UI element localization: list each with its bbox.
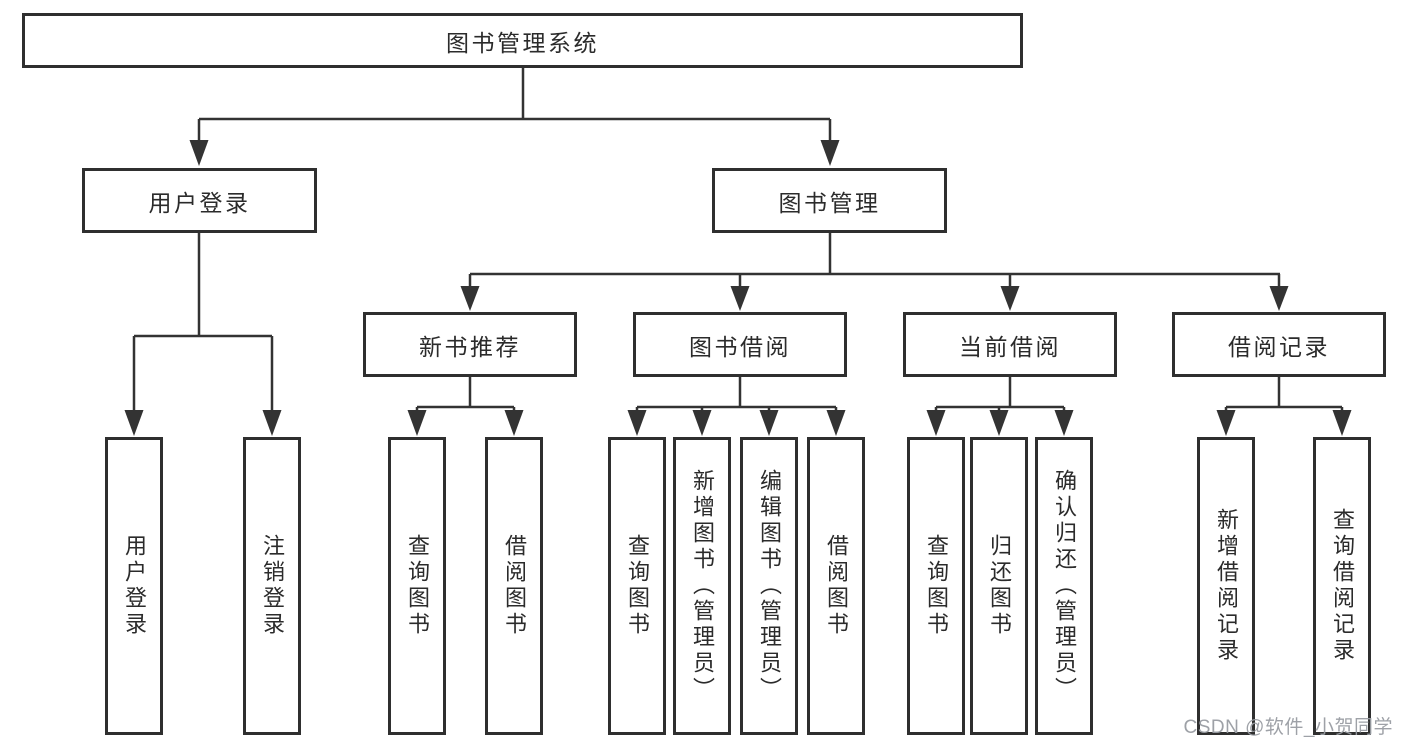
connector-lines: [132, 68, 1344, 411]
leaf-query-books-current: 查询图书: [907, 437, 965, 735]
leaf-query-books-borrow: 查询图书: [608, 437, 666, 735]
leaf-query-borrow-record: 查询借阅记录: [1313, 437, 1371, 735]
node-label: 查询图书: [405, 534, 430, 638]
node-book-management: 图书管理: [712, 168, 947, 233]
node-label: 编辑图书（管理员）: [757, 469, 782, 703]
node-user-login: 用户登录: [82, 168, 317, 233]
leaf-query-books-recommend: 查询图书: [388, 437, 446, 735]
node-label: 新增图书（管理员）: [690, 469, 715, 703]
arrowheads: [124, 140, 1352, 436]
node-label: 查询借阅记录: [1330, 508, 1355, 664]
node-label: 注销登录: [260, 534, 285, 638]
node-label: 图书管理: [778, 189, 881, 216]
node-label: 借阅记录: [1228, 333, 1330, 360]
leaf-borrow-books: 借阅图书: [807, 437, 865, 735]
node-label: 确认归还（管理员）: [1052, 469, 1077, 703]
node-borrow-records: 借阅记录: [1172, 312, 1386, 377]
node-label: 用户登录: [148, 189, 251, 216]
leaf-edit-books-admin: 编辑图书（管理员）: [740, 437, 798, 735]
node-label: 当前借阅: [959, 333, 1061, 360]
node-label: 新增借阅记录: [1214, 508, 1239, 664]
csdn-watermark: CSDN @软件_小贺同学: [1183, 717, 1393, 738]
node-new-book-recommend: 新书推荐: [363, 312, 577, 377]
leaf-return-books: 归还图书: [970, 437, 1028, 735]
node-label: 借阅图书: [824, 534, 849, 638]
node-label: 图书管理系统: [446, 29, 599, 56]
node-library-management-system: 图书管理系统: [22, 13, 1023, 68]
leaf-logout: 注销登录: [243, 437, 301, 735]
node-label: 新书推荐: [419, 333, 521, 360]
node-label: 查询图书: [924, 534, 949, 638]
leaf-confirm-return-admin: 确认归还（管理员）: [1035, 437, 1093, 735]
node-label: 查询图书: [625, 534, 650, 638]
node-label: 用户登录: [122, 534, 147, 638]
node-current-borrow: 当前借阅: [903, 312, 1117, 377]
leaf-borrow-books-recommend: 借阅图书: [485, 437, 543, 735]
node-book-borrow: 图书借阅: [633, 312, 847, 377]
node-label: 图书借阅: [689, 333, 791, 360]
leaf-user-login: 用户登录: [105, 437, 163, 735]
node-label: 归还图书: [987, 534, 1012, 638]
leaf-add-books-admin: 新增图书（管理员）: [673, 437, 731, 735]
leaf-add-borrow-record: 新增借阅记录: [1197, 437, 1255, 735]
node-label: 借阅图书: [502, 534, 527, 638]
